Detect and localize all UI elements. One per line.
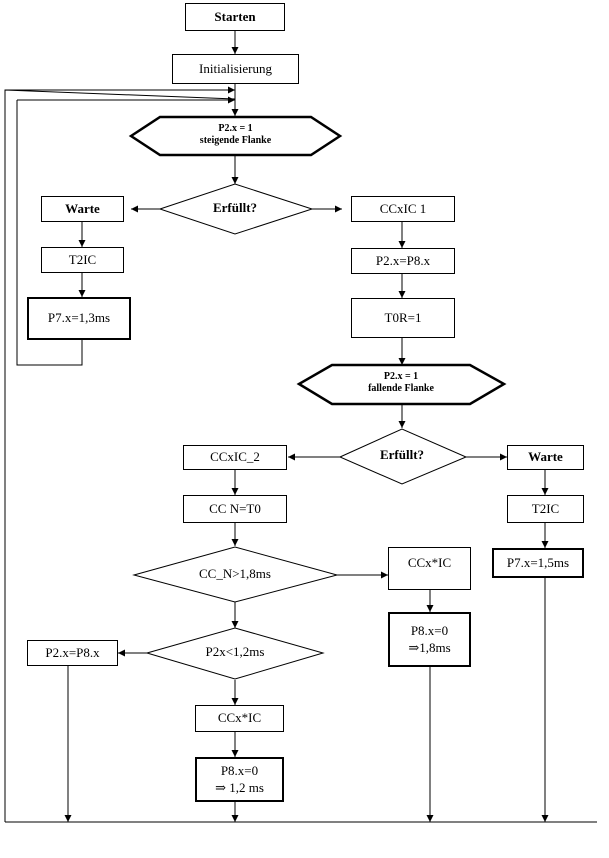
hexagon-1-label: P2.x = 1 steigende Flanke (160, 123, 311, 146)
hexagon-1-line2: steigende Flanke (199, 134, 272, 146)
hexagon-1-line1: P2.x = 1 (218, 123, 253, 134)
p2-p8-box-2: P2.x=P8.x (27, 640, 118, 666)
p8-1-8ms-line2: ⇒1,8ms (408, 639, 451, 655)
p7-1-3ms-box: P7.x=1,3ms (27, 297, 131, 340)
p8-1-2ms-box: P8.x=0 ⇒ 1,2 ms (195, 757, 284, 802)
ccx-ic-box-b: CCx*IC (195, 705, 284, 732)
ccxic-1-box: CCxIC 1 (351, 196, 455, 222)
diamond-shape-4 (145, 627, 325, 680)
start-box: Starten (185, 3, 285, 31)
t0r-box: T0R=1 (351, 298, 455, 338)
p8-1-2ms-line2: ⇒ 1,2 ms (215, 779, 264, 795)
p8-1-8ms-line1: P8.x=0 (410, 623, 449, 639)
hexagon-shape-2 (296, 363, 507, 406)
p8-1-2ms-line1: P8.x=0 (220, 763, 259, 779)
hexagon-2-line2: fallende Flanke (368, 382, 434, 394)
decision-1-label: Erfüllt? (212, 200, 258, 215)
warte-box-2: Warte (507, 445, 584, 470)
ccxic-2-box: CCxIC_2 (183, 445, 287, 470)
hexagon-2-line1: P2.x = 1 (383, 371, 419, 382)
init-box: Initialisierung (172, 54, 299, 84)
t2ic-box-1: T2IC (41, 247, 124, 273)
hexagon-shape-1 (128, 115, 343, 157)
ccx-ic-box-a: CCx*IC (388, 547, 471, 590)
p2-p8-box-1: P2.x=P8.x (351, 248, 455, 274)
p7-1-5ms-box: P7.x=1,5ms (492, 548, 584, 578)
warte-box-1: Warte (41, 196, 124, 222)
decision-2-label: Erfüllt? (379, 447, 425, 462)
diamond-shape-1 (158, 183, 314, 235)
t2ic-box-2: T2IC (507, 495, 584, 523)
diamond-shape-2 (338, 428, 468, 485)
diamond-shape-3 (132, 546, 339, 603)
decision-3-label: CC_N>1,8ms (199, 566, 271, 581)
decision-4-label: P2x<1,2ms (205, 644, 265, 659)
p8-1-8ms-box: P8.x=0 ⇒1,8ms (388, 612, 471, 667)
hexagon-2-label: P2.x = 1 fallende Flanke (332, 371, 470, 394)
ccn-box: CC N=T0 (183, 495, 287, 523)
